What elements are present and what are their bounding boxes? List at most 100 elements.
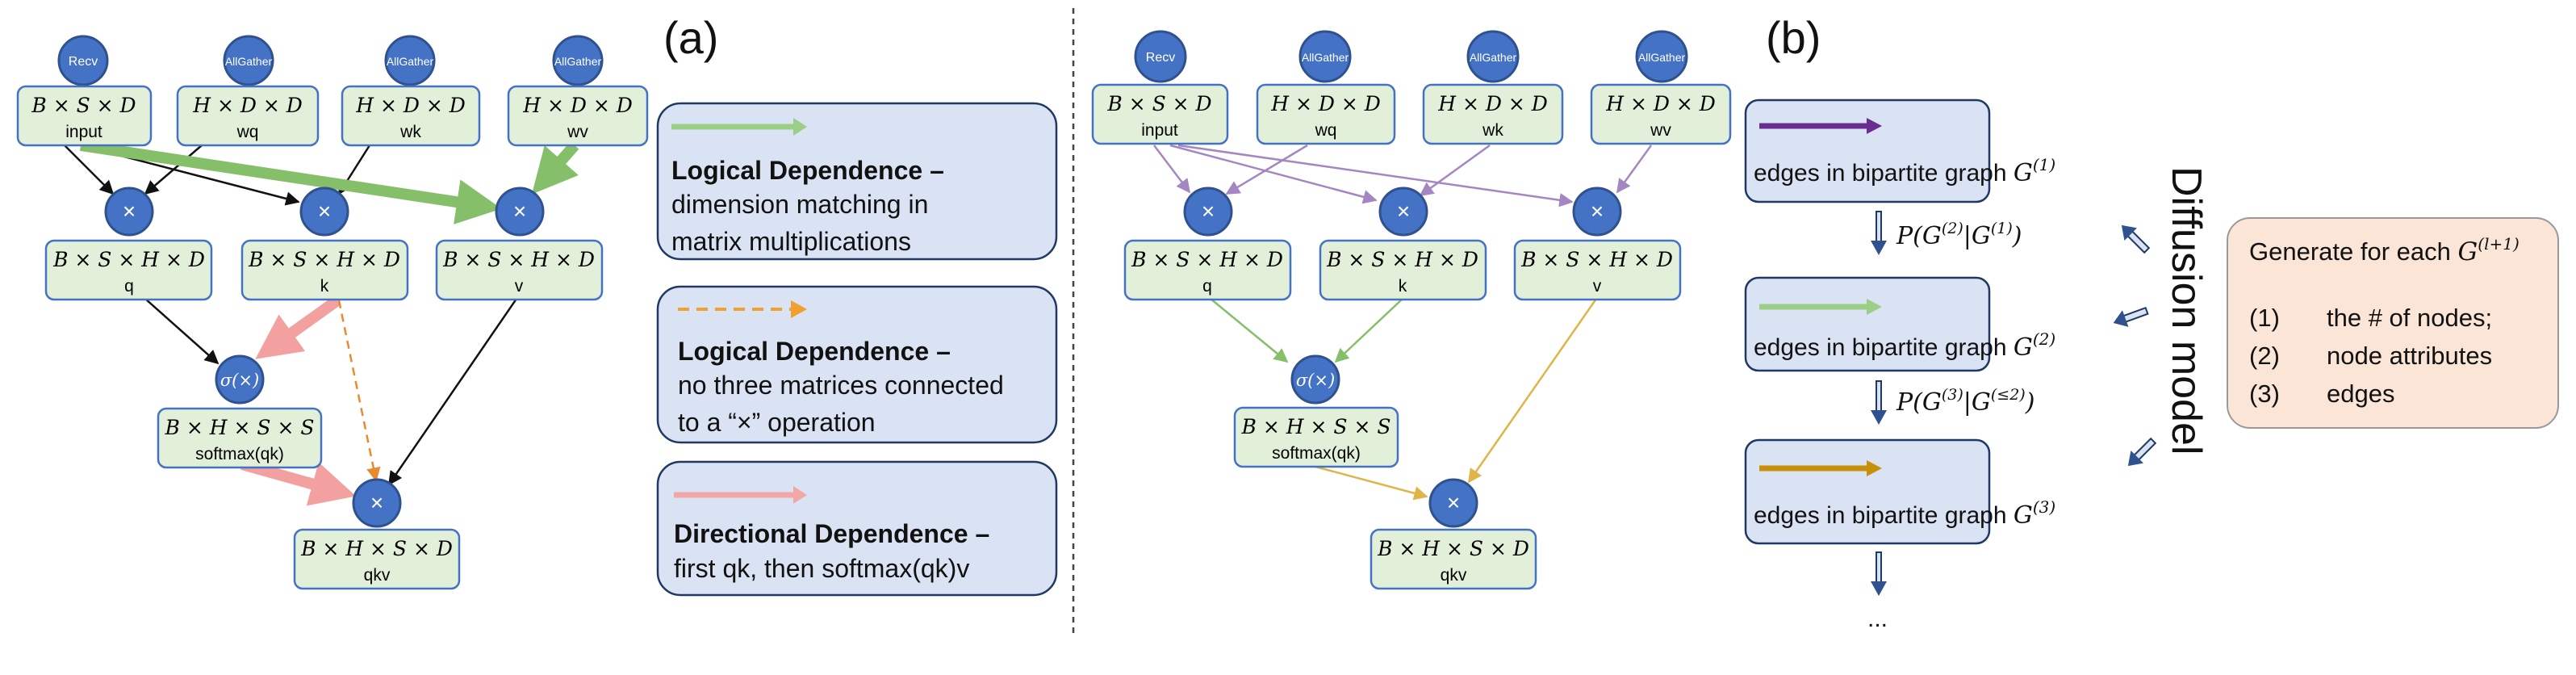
edge-input-to-mult-q [1153,145,1191,194]
diagonal-arrow-icon [2121,224,2151,254]
tensor-v: B × S × H × D v [1513,239,1682,301]
tensor-name: v [1593,277,1602,296]
allgather-op-node: AllGather [1466,30,1520,83]
tensor-qkv: B × H × S × D qkv [293,528,461,590]
mult-op-node: × [1428,478,1478,528]
tensor-shape: B × S × H × D [1326,248,1478,271]
stage-label: edges in bipartite graph G(3) [1754,497,2055,530]
recv-op-node: Recv [57,35,109,86]
allgather-op-label: AllGather [225,55,273,68]
tensor-shape: H × D × D [192,94,303,117]
recv-op-label: Recv [69,55,98,69]
tensor-shape: H × D × D [1437,92,1548,115]
allgather-op-node: AllGather [552,35,604,86]
edge-input-to-mult-v-green [79,140,502,224]
tensor-name: softmax(qk) [195,445,284,463]
mult-op-label: × [1591,199,1604,224]
panel-b-nodes: Recv AllGather AllGather AllGather B × S… [1091,30,1732,590]
legend-line: matrix multiplications [671,227,911,256]
stage-2-box: edges in bipartite graph G(2) [1744,276,2055,372]
tensor-softmax: B × H × S × S softmax(qk) [1233,406,1399,468]
tensor-shape: B × H × S × D [1377,537,1529,560]
edge-softmax-to-mult-qkv [1315,465,1428,501]
tensor-wv: H × D × D wv [1590,83,1732,145]
tensor-k: B × S × H × D k [240,239,409,301]
mult-op-label: × [318,199,331,224]
tensor-name: v [515,277,524,296]
mult-op-label: × [1447,490,1460,515]
legend-line: no three matrices connected [678,371,1004,400]
tensor-name: input [1141,121,1178,140]
down-arrow-icon [1871,211,1887,255]
generate-item-text: the # of nodes; [2327,304,2492,332]
legend-line: to a “×” operation [678,408,876,437]
edge-q-to-sigma [144,298,220,365]
allgather-op-node: AllGather [223,35,274,86]
tensor-name: wv [1650,121,1671,140]
allgather-op-node: AllGather [1298,30,1352,83]
mult-op-label: × [370,490,383,515]
down-arrow-icon [1871,380,1887,425]
mult-op-node: × [1378,187,1428,237]
mult-op-node: × [104,187,154,237]
tensor-name: k [320,277,329,296]
mult-op-label: × [1202,199,1215,224]
mult-op-node: × [495,187,545,237]
tensor-shape: B × S × D [31,94,136,117]
tensor-wq: H × D × D wq [1256,83,1396,145]
tensor-wk: H × D × D wk [1422,83,1564,145]
diagonal-arrow-icon [2113,306,2149,327]
tensor-shape: B × S × H × D [52,248,205,271]
mult-op-label: × [1397,199,1410,224]
legend-title: Logical Dependence – [671,156,944,185]
edge-q-to-sigma [1210,298,1289,363]
tensor-shape: B × H × S × S [165,416,315,439]
tensor-shape: B × S × H × D [442,248,595,271]
panel-b-edges [1153,144,1653,501]
tensor-softmax: B × H × S × S softmax(qk) [157,407,323,469]
recv-op-node: Recv [1134,30,1187,83]
legend: Logical Dependence – dimension matching … [656,102,1058,597]
allgather-op-label: AllGather [1470,51,1517,64]
tensor-qkv: B × H × S × D qkv [1370,528,1537,590]
tensor-q: B × S × H × D q [44,239,213,301]
mult-op-node: × [1183,187,1233,237]
stage-label: edges in bipartite graph G(1) [1754,155,2055,187]
allgather-op-label: AllGather [554,55,602,68]
ellipsis: ... [1867,606,1888,632]
allgather-op-node: AllGather [1635,30,1688,83]
stage-label: edges in bipartite graph G(2) [1754,329,2055,362]
sigma-op-node: σ(×) [1290,354,1340,405]
edge-k-to-sigma-pink [255,296,341,359]
tensor-wk: H × D × D wk [341,85,481,147]
tensor-input: B × S × D input [16,85,153,147]
generate-item-text: node attributes [2327,342,2492,370]
legend-line: dimension matching in [671,190,928,219]
legend-item-dimension-matching: Logical Dependence – dimension matching … [656,102,1058,261]
tensor-wv: H × D × D wv [507,85,649,147]
tensor-name: wk [399,123,421,141]
diffusion-stages: edges in bipartite graph G(1) edges in b… [1744,99,2055,632]
tensor-wq: H × D × D wq [176,85,320,147]
tensor-shape: B × H × S × S [1241,415,1391,438]
allgather-op-node: AllGather [384,35,436,86]
tensor-shape: H × D × D [1605,92,1716,115]
generate-title: Generate for each G(l+1) [2249,234,2520,266]
generate-item-number: (1) [2249,304,2280,332]
tensor-name: qkv [1441,566,1467,585]
stage-1-box: edges in bipartite graph G(1) [1744,99,2055,203]
edge-k-to-sigma [1334,298,1403,363]
edge-wq-to-mult-q [1225,144,1308,195]
tensor-shape: B × S × D [1106,92,1211,115]
allgather-op-label: AllGather [1638,51,1686,64]
tensor-name: wv [567,123,588,141]
generate-box: Generate for each G(l+1) (1) the # of no… [2227,217,2559,429]
sigma-op-label: σ(×) [1296,371,1335,390]
panel-a-edges [64,140,579,506]
edge-k-to-mult-qkv-dashed [337,300,381,482]
tensor-name: softmax(qk) [1272,444,1361,463]
tensor-name: wq [1315,121,1337,140]
tensor-q: B × S × H × D q [1123,239,1292,301]
tensor-shape: B × S × H × D [1131,248,1283,271]
